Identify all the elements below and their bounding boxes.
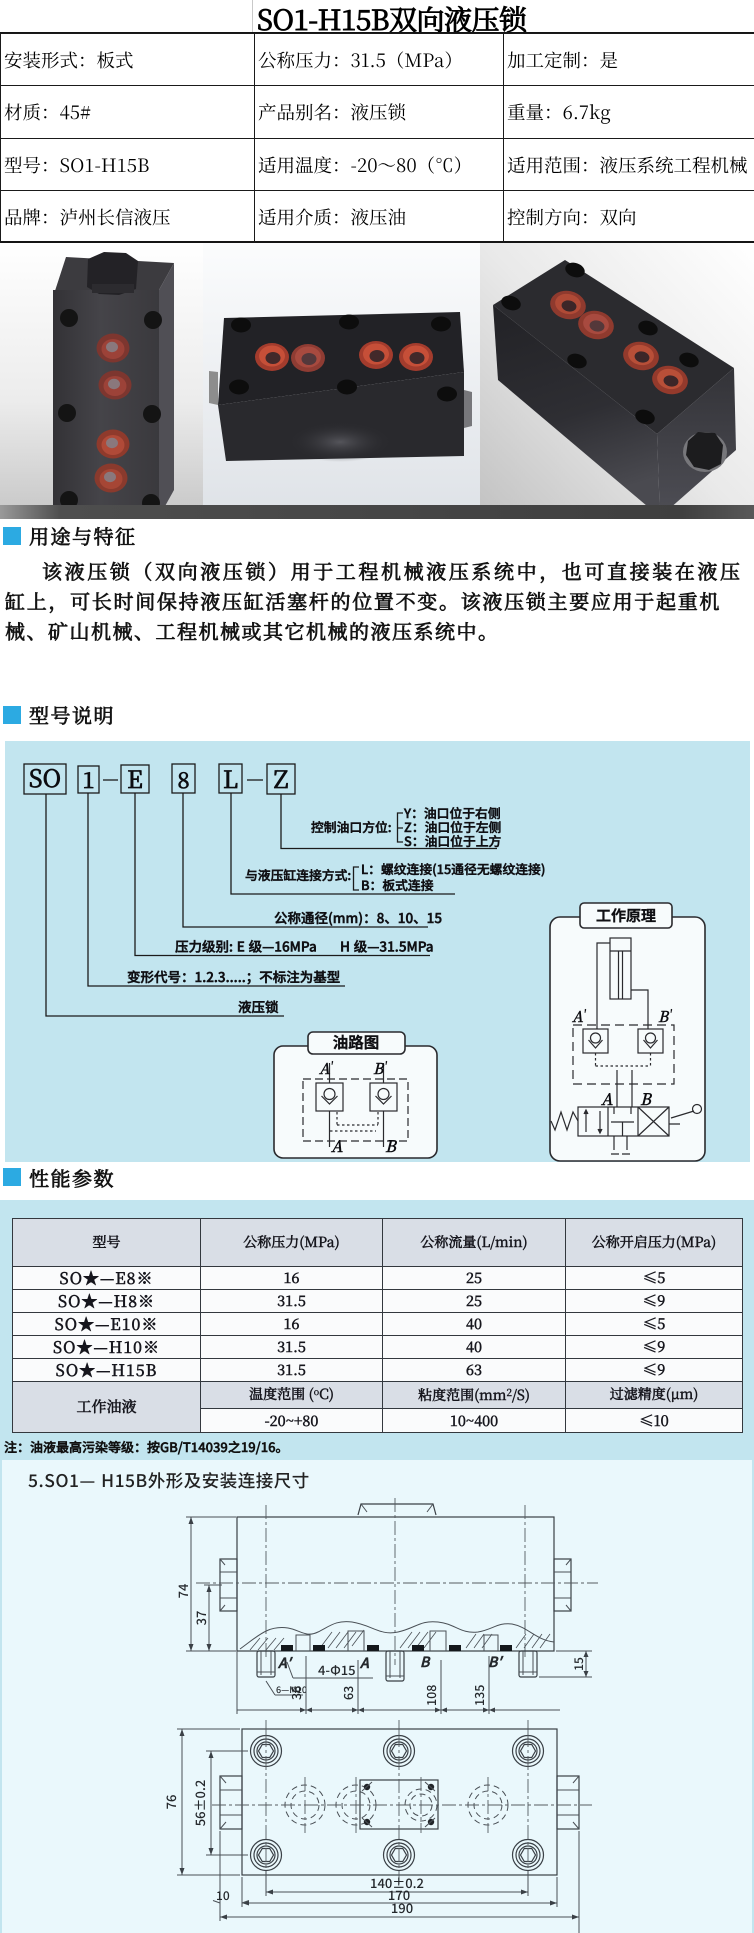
svg-text:B: B	[658, 1006, 670, 1027]
svg-text:液压锁: 液压锁	[238, 996, 279, 1016]
svg-text:170: 170	[388, 1885, 410, 1904]
svg-text:B: B	[373, 1058, 385, 1079]
svg-text:SO: SO	[29, 759, 61, 794]
svg-text:S：油口位于上方: S：油口位于上方	[404, 831, 502, 850]
svg-text:Z：油口位于左侧: Z：油口位于左侧	[404, 817, 502, 836]
svg-text:L：螺纹连接(15通径无螺纹连接): L：螺纹连接(15通径无螺纹连接)	[361, 859, 545, 878]
svg-text:56±0.2: 56±0.2	[190, 1780, 209, 1827]
svg-text:74: 74	[173, 1583, 192, 1598]
svg-text:′: ′	[385, 1058, 388, 1074]
svg-text:A: A	[600, 1087, 613, 1110]
svg-text:36: 36	[286, 1686, 305, 1700]
svg-text:与液压缸连接方式:: 与液压缸连接方式:	[245, 865, 351, 884]
svg-text:1: 1	[82, 764, 94, 795]
svg-text:A: A	[571, 1006, 584, 1027]
svg-text:B: B	[640, 1087, 653, 1110]
svg-text:140±0.2: 140±0.2	[370, 1873, 424, 1892]
svg-text:108: 108	[421, 1685, 440, 1706]
svg-text:135: 135	[469, 1685, 488, 1706]
svg-text:15: 15	[570, 1657, 587, 1671]
svg-text:Y：油口位于右侧: Y：油口位于右侧	[403, 803, 501, 822]
svg-text:A: A	[359, 1653, 370, 1673]
svg-text:6—M10: 6—M10	[276, 1683, 307, 1696]
svg-text:′: ′	[584, 1006, 587, 1022]
svg-text:63: 63	[338, 1686, 357, 1700]
svg-text:公称通径(mm)：8、10、15: 公称通径(mm)：8、10、15	[274, 907, 442, 927]
svg-text:4-Φ15: 4-Φ15	[318, 1660, 356, 1679]
svg-text:L: L	[223, 760, 238, 795]
svg-text:压力级别: E 级—16MPa: 压力级别: E 级—16MPa	[174, 936, 317, 956]
svg-text:37: 37	[191, 1611, 210, 1626]
svg-text:控制油口方位:: 控制油口方位:	[311, 817, 392, 836]
svg-text:B: B	[420, 1652, 431, 1672]
svg-text:工作原理: 工作原理	[596, 905, 656, 926]
svg-text:Z: Z	[274, 760, 289, 795]
svg-text:B′: B′	[488, 1652, 504, 1672]
svg-text:A′: A′	[277, 1653, 294, 1673]
svg-text:A: A	[330, 1134, 343, 1157]
svg-text:变形代号：1.2.3.....；不标注为基型: 变形代号：1.2.3.....；不标注为基型	[127, 966, 341, 986]
svg-text:A: A	[318, 1058, 331, 1079]
svg-text:76: 76	[161, 1795, 180, 1810]
svg-text:190: 190	[391, 1898, 413, 1917]
svg-text:B: B	[385, 1134, 398, 1157]
svg-text:8: 8	[177, 764, 189, 795]
svg-text:H 级—31.5MPa: H 级—31.5MPa	[340, 936, 434, 956]
svg-text:′: ′	[670, 1006, 673, 1022]
svg-text:10: 10	[216, 1887, 230, 1904]
svg-text:′: ′	[331, 1058, 334, 1074]
svg-text:B：板式连接: B：板式连接	[361, 875, 434, 894]
svg-text:E: E	[127, 760, 143, 795]
svg-text:油路图: 油路图	[333, 1031, 380, 1053]
